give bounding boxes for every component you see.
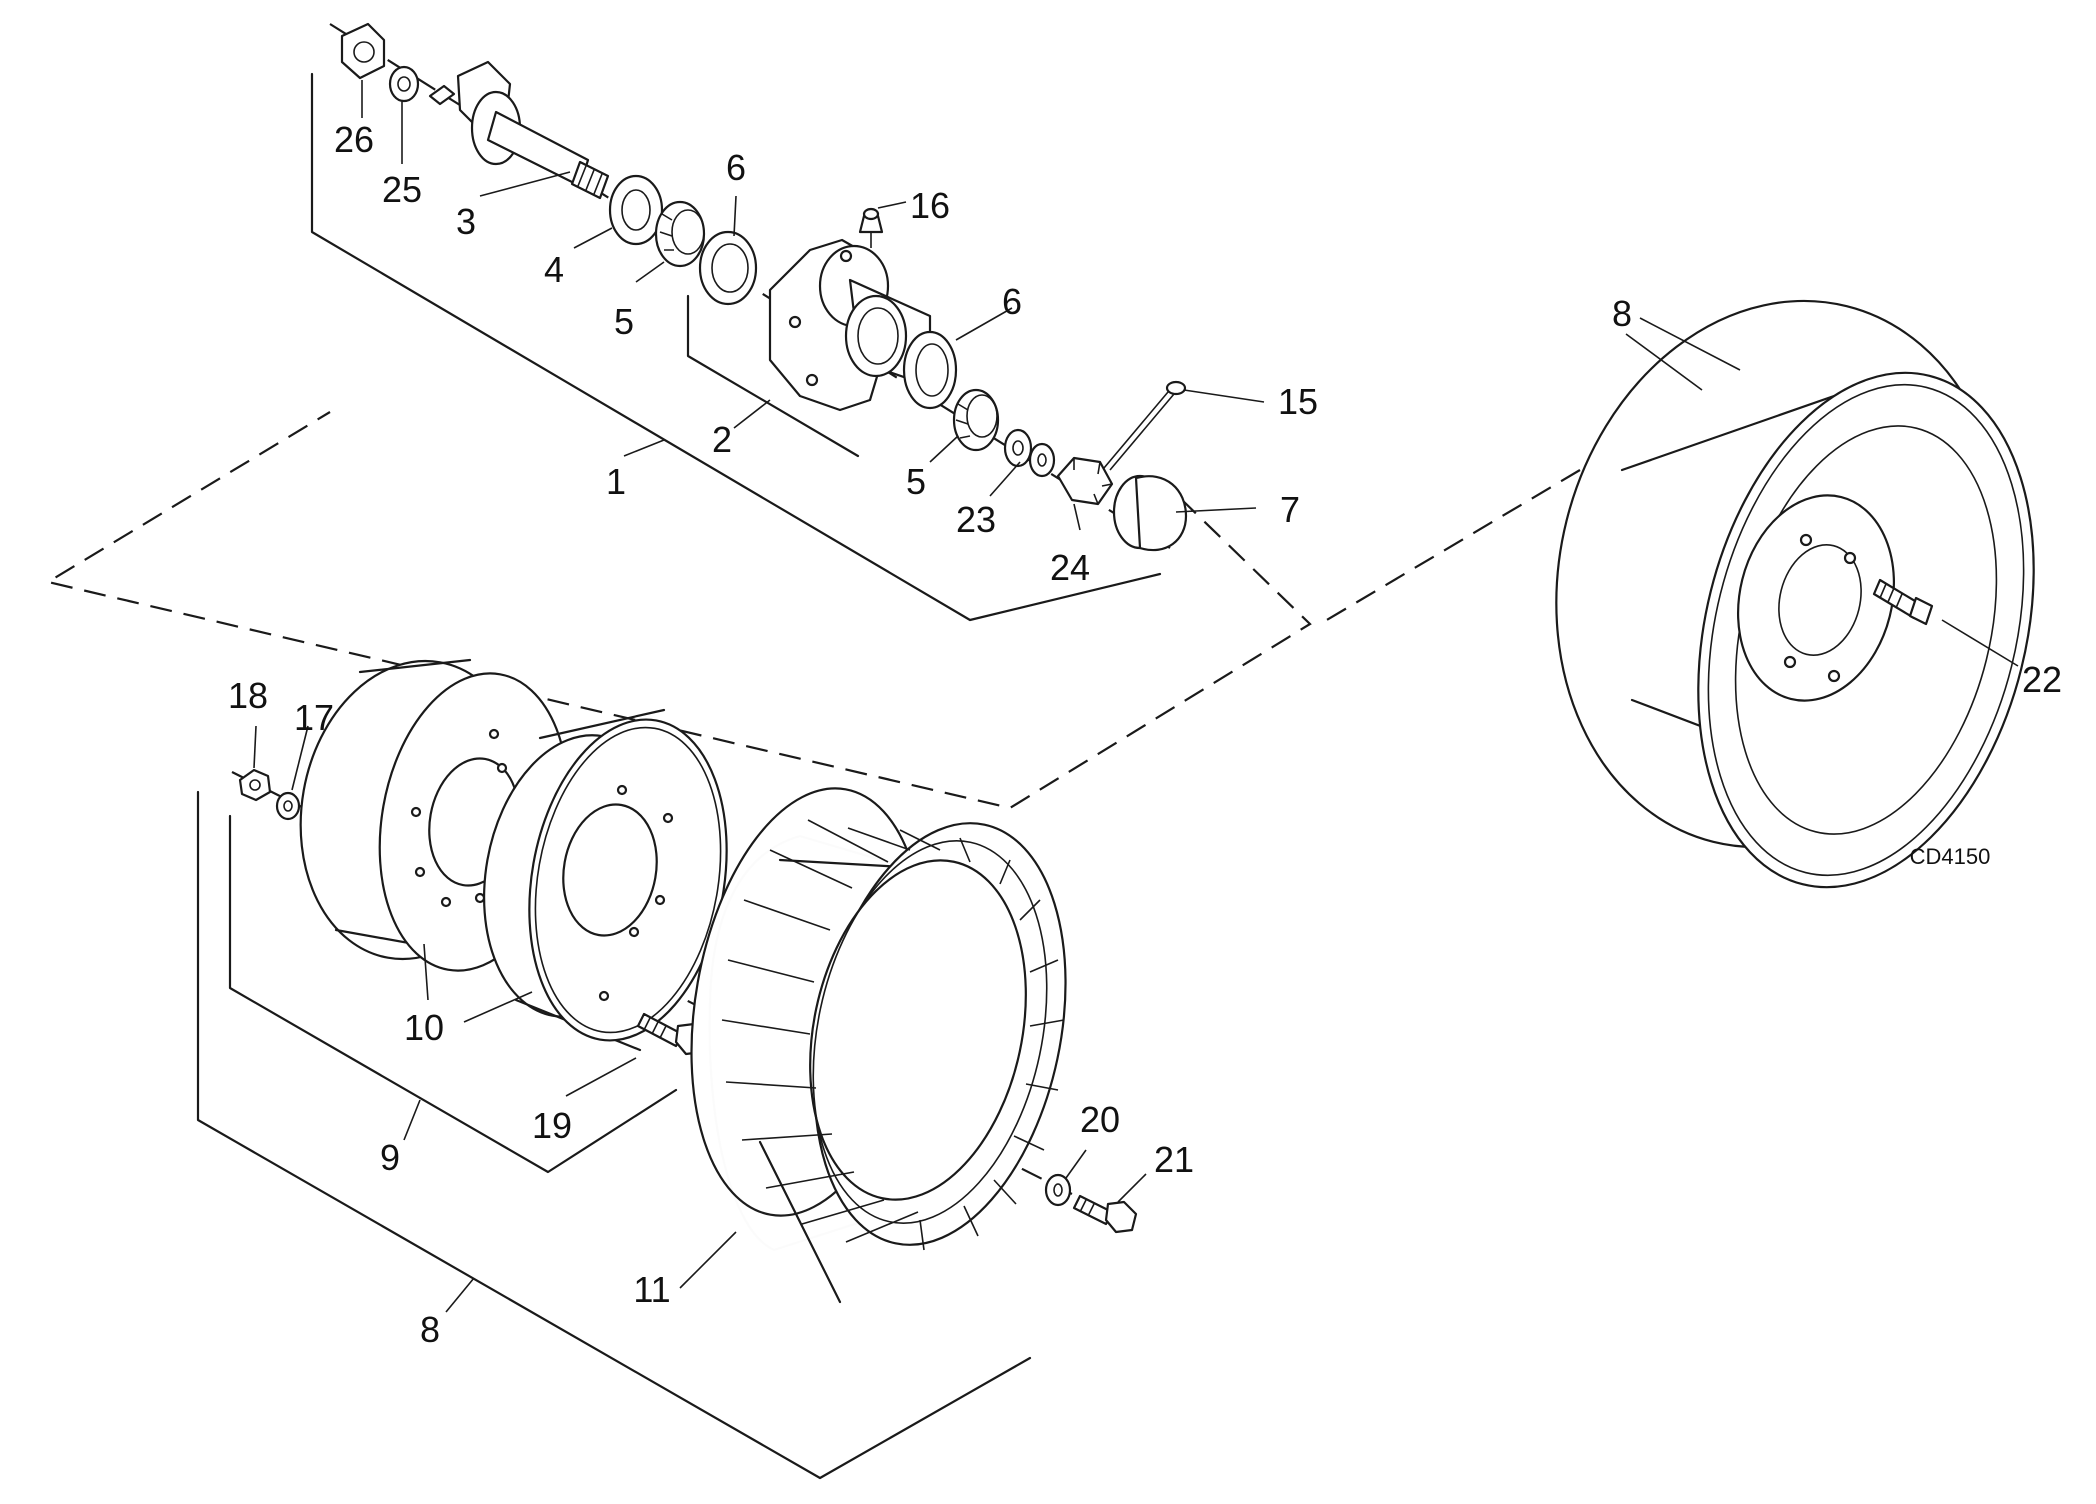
washer-25	[388, 65, 420, 103]
washer-20	[1044, 1173, 1072, 1207]
tire-11	[690, 787, 1067, 1304]
figure-code: CD4150	[1910, 844, 1991, 869]
callout-20: 20	[1080, 1099, 1120, 1140]
callout-3: 3	[456, 201, 476, 242]
callout-15: 15	[1278, 381, 1318, 422]
bracket-lines	[196, 72, 1162, 1480]
callout-19: 19	[532, 1105, 572, 1146]
bearing-cone-5-outer	[952, 388, 1000, 452]
dashed-link-right-wheel	[1319, 469, 1581, 625]
bearing-cup-6-inner	[698, 230, 758, 306]
washer-17	[275, 791, 301, 821]
castle-nut-24	[1056, 456, 1114, 506]
bracket-hub-2	[686, 294, 860, 458]
rim-disc-9	[483, 708, 728, 1052]
wheel-stud-22	[1872, 578, 1934, 626]
callout-2: 2	[712, 419, 732, 460]
callout-10: 10	[404, 1007, 444, 1048]
washers-23	[1003, 428, 1056, 478]
callout-5-inner: 5	[614, 301, 634, 342]
callout-5-outer: 5	[906, 461, 926, 502]
callout-18: 18	[228, 675, 268, 716]
callout-17: 17	[294, 697, 334, 738]
callout-11: 11	[633, 1269, 670, 1310]
bearing-cone-5-inner	[654, 200, 706, 268]
bearing-cup-6-outer	[902, 330, 958, 410]
bolt-21	[1072, 1194, 1138, 1234]
callout-1: 1	[606, 461, 626, 502]
callout-7: 7	[1280, 489, 1300, 530]
callout-22: 22	[2022, 659, 2062, 700]
callout-6-inner: 6	[726, 147, 746, 188]
leader-lines	[253, 80, 2019, 1289]
bracket-rim-9	[228, 814, 678, 1174]
callout-6-outer: 6	[1002, 281, 1022, 322]
bracket-assembly-1	[310, 72, 1162, 622]
callout-4: 4	[544, 249, 564, 290]
nut-18	[238, 768, 272, 802]
callout-16: 16	[910, 185, 950, 226]
spindle-3	[428, 60, 610, 200]
callout-9: 9	[380, 1137, 400, 1178]
callout-8-right: 8	[1612, 293, 1632, 334]
callout-26: 26	[334, 119, 374, 160]
bracket-wheel-8	[196, 790, 1032, 1480]
callout-21: 21	[1154, 1139, 1194, 1180]
callout-8-left: 8	[420, 1309, 440, 1350]
callout-25: 25	[382, 169, 422, 210]
seal-4	[608, 174, 664, 246]
callout-labels: 26 25 3 4 5 6 16 6 2 1 5 23 24 7 15 8 22…	[228, 119, 2062, 1350]
hex-nut-26	[340, 22, 386, 80]
callout-23: 23	[956, 499, 996, 540]
dust-cap-7	[1112, 474, 1188, 552]
leader-lines-lower	[403, 333, 1703, 1313]
dashed-connection-path	[45, 411, 1312, 810]
cotter-pin-15	[1103, 380, 1187, 471]
wheel-8-right	[1555, 299, 2035, 889]
grease-fitting-16	[858, 207, 884, 248]
callout-24: 24	[1050, 547, 1090, 588]
